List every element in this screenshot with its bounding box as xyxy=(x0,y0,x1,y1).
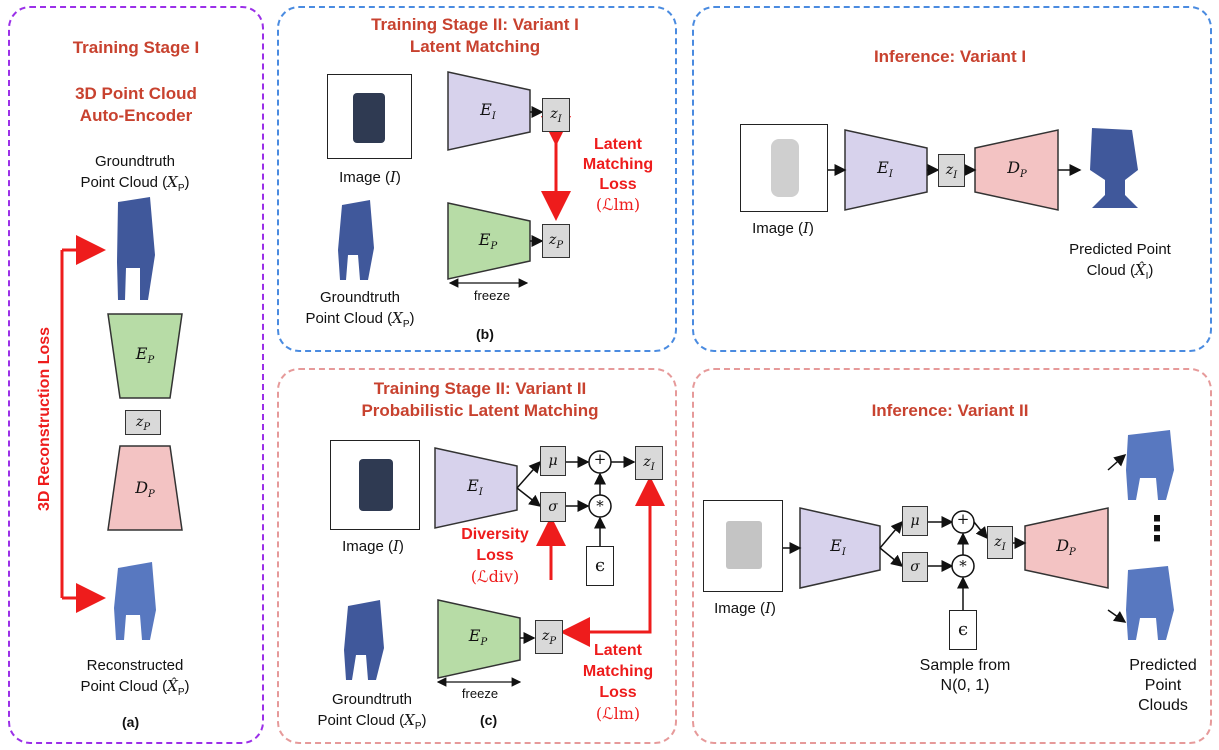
mu-node-c: μ xyxy=(540,446,566,476)
latent-zi-inf2: zI xyxy=(987,526,1013,559)
latent-zp-a: zP xyxy=(125,410,161,435)
latent-zi-inf1: zI xyxy=(938,154,965,187)
dots-label-inf2: ⋮ xyxy=(1140,510,1174,548)
encoder-ei-label-b: EI xyxy=(480,100,496,123)
decoder-dp-label-a: DP xyxy=(135,478,155,501)
input-image-c xyxy=(330,440,420,530)
panel-b-title: Training Stage II: Variant I Latent Matc… xyxy=(371,15,579,56)
groundtruth-point-cloud-a xyxy=(117,197,155,300)
epsilon-node-inf2: ϵ xyxy=(949,610,977,650)
plus-symbol-c: + xyxy=(593,450,607,468)
latent-zi-b: zI xyxy=(542,98,570,132)
decoder-dp-label-inf1: DP xyxy=(1007,158,1027,181)
image-label-inf2: Image (I) xyxy=(714,599,776,617)
encoder-ep-a xyxy=(107,313,183,399)
sigma-node-inf2: σ xyxy=(902,552,928,582)
encoder-ep-label-a: EP xyxy=(135,344,155,367)
encoder-ei-c xyxy=(434,447,518,529)
encoder-ei-label-inf1: EI xyxy=(877,158,893,181)
predicted-point-cloud-inf2-bottom xyxy=(1126,566,1174,640)
caption-a: (a) xyxy=(122,714,140,730)
predicted-point-cloud-inf1 xyxy=(1090,128,1138,208)
reconstruction-loss-label: 3D Reconstruction Loss xyxy=(36,326,53,512)
input-image-b xyxy=(327,74,412,159)
diversity-loss-label: Diversity Loss (ℒdiv) xyxy=(461,526,529,586)
groundtruth-label-c: Groundtruth Point Cloud (XP) xyxy=(317,691,427,732)
sigma-node-c: σ xyxy=(540,492,566,522)
panel-training-stage-2-variant-2 xyxy=(277,368,677,744)
latent-zi-c: zI xyxy=(635,446,663,480)
panel-inference-variant-2 xyxy=(692,368,1212,744)
encoder-ei-inf1 xyxy=(844,129,928,211)
chair-image xyxy=(353,93,385,143)
caption-b: (b) xyxy=(476,326,494,342)
decoder-dp-a xyxy=(107,445,183,531)
latent-zp-c: zP xyxy=(535,620,563,654)
caption-c: (c) xyxy=(480,712,498,728)
encoder-ep-label-b: EP xyxy=(478,230,498,253)
image-label-c: Image (I) xyxy=(342,537,404,555)
groundtruth-label: Groundtruth Point Cloud (XP) xyxy=(80,153,190,194)
predicted-clouds-label-inf2: Predicted Point Clouds xyxy=(1129,657,1197,714)
latent-matching-arrow-c xyxy=(560,482,652,647)
title-line: 3D Point Cloud xyxy=(75,84,197,103)
epsilon-node-c: ϵ xyxy=(586,546,614,586)
groundtruth-label-b: Groundtruth Point Cloud (XP) xyxy=(305,289,415,330)
panel-training-stage-2-variant-1 xyxy=(277,6,677,352)
encoder-ep-label-c: EP xyxy=(468,626,488,649)
times-symbol-c: ∗ xyxy=(594,494,606,512)
chair-image xyxy=(359,459,393,511)
groundtruth-point-cloud-c xyxy=(344,600,384,680)
image-label-inf1: Image (I) xyxy=(752,219,814,237)
encoder-ei-label-inf2: EI xyxy=(830,536,846,559)
latent-matching-loss-c: Latent Matching Loss (ℒlm) xyxy=(582,642,654,723)
reconstructed-label: Reconstructed Point Cloud (X̂P) xyxy=(80,657,190,698)
groundtruth-point-cloud-b xyxy=(338,200,374,280)
reconstruction-loss-arrow xyxy=(60,235,106,613)
title-line: Auto-Encoder xyxy=(79,106,193,125)
predicted-label-inf1: Predicted Point Cloud (X̂I) xyxy=(1069,241,1171,282)
times-symbol-inf2: ∗ xyxy=(957,554,969,572)
latent-matching-loss-b: Latent Matching Loss (ℒlm) xyxy=(582,136,654,214)
encoder-ei-b xyxy=(447,71,531,151)
title-line: Training Stage I xyxy=(72,38,200,57)
encoder-ep-b xyxy=(447,202,531,280)
chair-image xyxy=(771,139,799,197)
panel-inference-variant-1 xyxy=(692,6,1212,352)
encoder-ep-c xyxy=(437,599,521,679)
encoder-ei-inf2 xyxy=(799,507,881,589)
plus-symbol-inf2: + xyxy=(956,510,970,528)
predicted-point-cloud-inf2-top xyxy=(1126,430,1174,500)
inference-2-title: Inference: Variant II xyxy=(871,401,1029,420)
mu-node-inf2: μ xyxy=(902,506,928,536)
latent-zp-b: zP xyxy=(542,224,570,258)
decoder-dp-label-inf2: DP xyxy=(1056,536,1076,559)
freeze-label-b: freeze xyxy=(473,288,511,303)
freeze-label-c: freeze xyxy=(461,686,499,701)
encoder-ei-label-c: EI xyxy=(467,476,483,499)
image-label-b: Image (I) xyxy=(339,168,401,186)
sample-label-inf2: Sample from N(0, 1) xyxy=(919,657,1011,694)
input-image-inf2 xyxy=(703,500,783,592)
panel-a-title: Training Stage I 3D Point Cloud Auto-Enc… xyxy=(20,37,252,127)
decoder-dp-inf2 xyxy=(1024,507,1109,589)
decoder-dp-inf1 xyxy=(974,129,1059,211)
chair-image xyxy=(726,521,762,569)
panel-training-stage-1 xyxy=(8,6,264,744)
input-image-inf1 xyxy=(740,124,828,212)
panel-c-title: Training Stage II: Variant II Probabilis… xyxy=(361,379,599,420)
reconstructed-point-cloud-a xyxy=(114,562,156,640)
inference-1-title: Inference: Variant I xyxy=(873,47,1027,66)
